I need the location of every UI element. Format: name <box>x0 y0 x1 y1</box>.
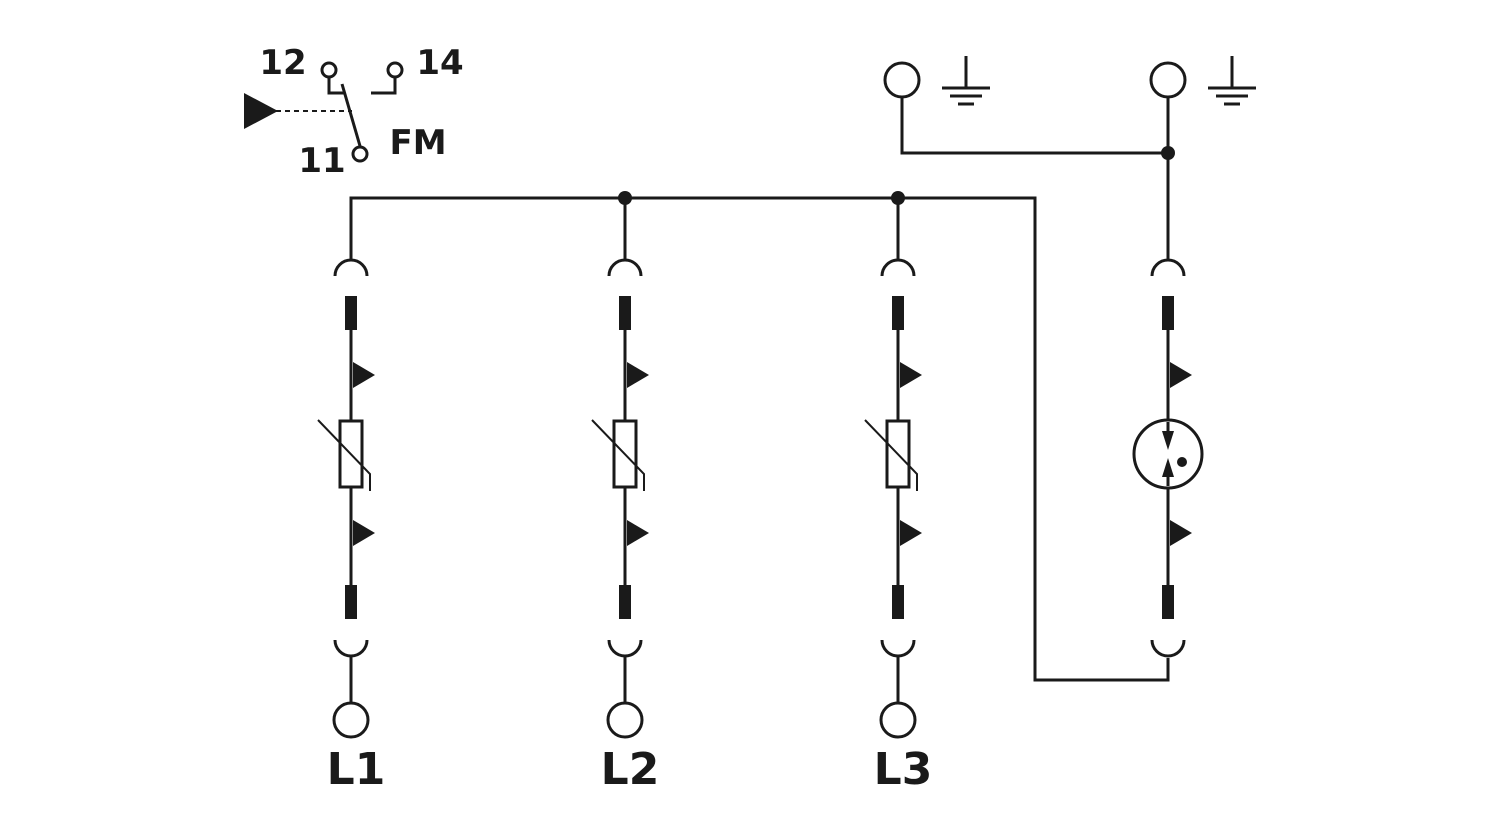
contact-pin-bottom <box>1162 585 1174 619</box>
spark-gap-branch <box>1132 258 1204 658</box>
junction-dot <box>891 191 905 205</box>
pin-12-terminal <box>320 61 338 79</box>
electrode-arrow-icon <box>1162 458 1174 477</box>
plug-socket-bottom <box>880 639 916 658</box>
earth-wiring <box>883 56 1256 260</box>
contact-pin-top <box>345 296 357 330</box>
plug-arrow-icon <box>900 520 922 546</box>
electrode-arrow-icon <box>1162 431 1174 450</box>
plug-arrow-icon <box>1170 520 1192 546</box>
junction-dot <box>618 191 632 205</box>
plug-arrow-icon <box>353 362 375 388</box>
phase-terminal <box>332 701 370 739</box>
ground-icon <box>1208 56 1256 106</box>
phase-label: L2 <box>601 744 660 795</box>
plug-socket-bottom <box>1150 639 1186 658</box>
plug-socket-bottom <box>607 639 643 658</box>
switch-blade <box>340 83 362 147</box>
plug-arrow-icon <box>353 520 375 546</box>
phase-branch-l2: L2 <box>591 258 660 795</box>
common-bus <box>349 191 1170 682</box>
plug-socket-bottom <box>333 639 369 658</box>
plug-socket-top <box>880 258 916 277</box>
pin-14-terminal <box>386 61 404 79</box>
junction-dot <box>1161 146 1175 160</box>
varistor-slash <box>591 419 645 491</box>
contact-pin-top <box>619 296 631 330</box>
pe-terminal-2 <box>1149 61 1187 99</box>
remote-contact: 12 14 11 FM <box>244 43 464 181</box>
pin-14-label: 14 <box>416 43 463 83</box>
pin-11-label: 11 <box>298 141 345 181</box>
plug-socket-top <box>1150 258 1186 277</box>
phase-branch-l1: L1 <box>317 258 386 795</box>
pin-11-terminal <box>351 145 369 163</box>
plug-arrow-icon <box>900 362 922 388</box>
phase-branches: L1 L2 L3 <box>317 258 933 795</box>
plug-socket-top <box>333 258 369 277</box>
phase-label: L3 <box>874 744 933 795</box>
varistor-slash <box>864 419 918 491</box>
ground-icon <box>942 56 990 106</box>
phase-label: L1 <box>327 744 386 795</box>
contact-pin-bottom <box>892 585 904 619</box>
spark-gap-symbol <box>1132 418 1204 490</box>
contact-pin-top <box>892 296 904 330</box>
pin-12-label: 12 <box>259 43 306 83</box>
phase-branch-l3: L3 <box>864 258 933 795</box>
module-label: FM <box>389 123 446 163</box>
plug-socket-top <box>607 258 643 277</box>
plug-arrow-icon <box>627 520 649 546</box>
pe-terminal-1 <box>883 61 921 99</box>
gas-dot <box>1177 457 1187 467</box>
actuator-arrow-icon <box>244 93 278 129</box>
varistor-slash <box>317 419 371 491</box>
contact-pin-bottom <box>345 585 357 619</box>
contact-pin-top <box>1162 296 1174 330</box>
plug-arrow-icon <box>627 362 649 388</box>
contact-pin-bottom <box>619 585 631 619</box>
phase-terminal <box>879 701 917 739</box>
plug-arrow-icon <box>1170 362 1192 388</box>
phase-terminal <box>606 701 644 739</box>
